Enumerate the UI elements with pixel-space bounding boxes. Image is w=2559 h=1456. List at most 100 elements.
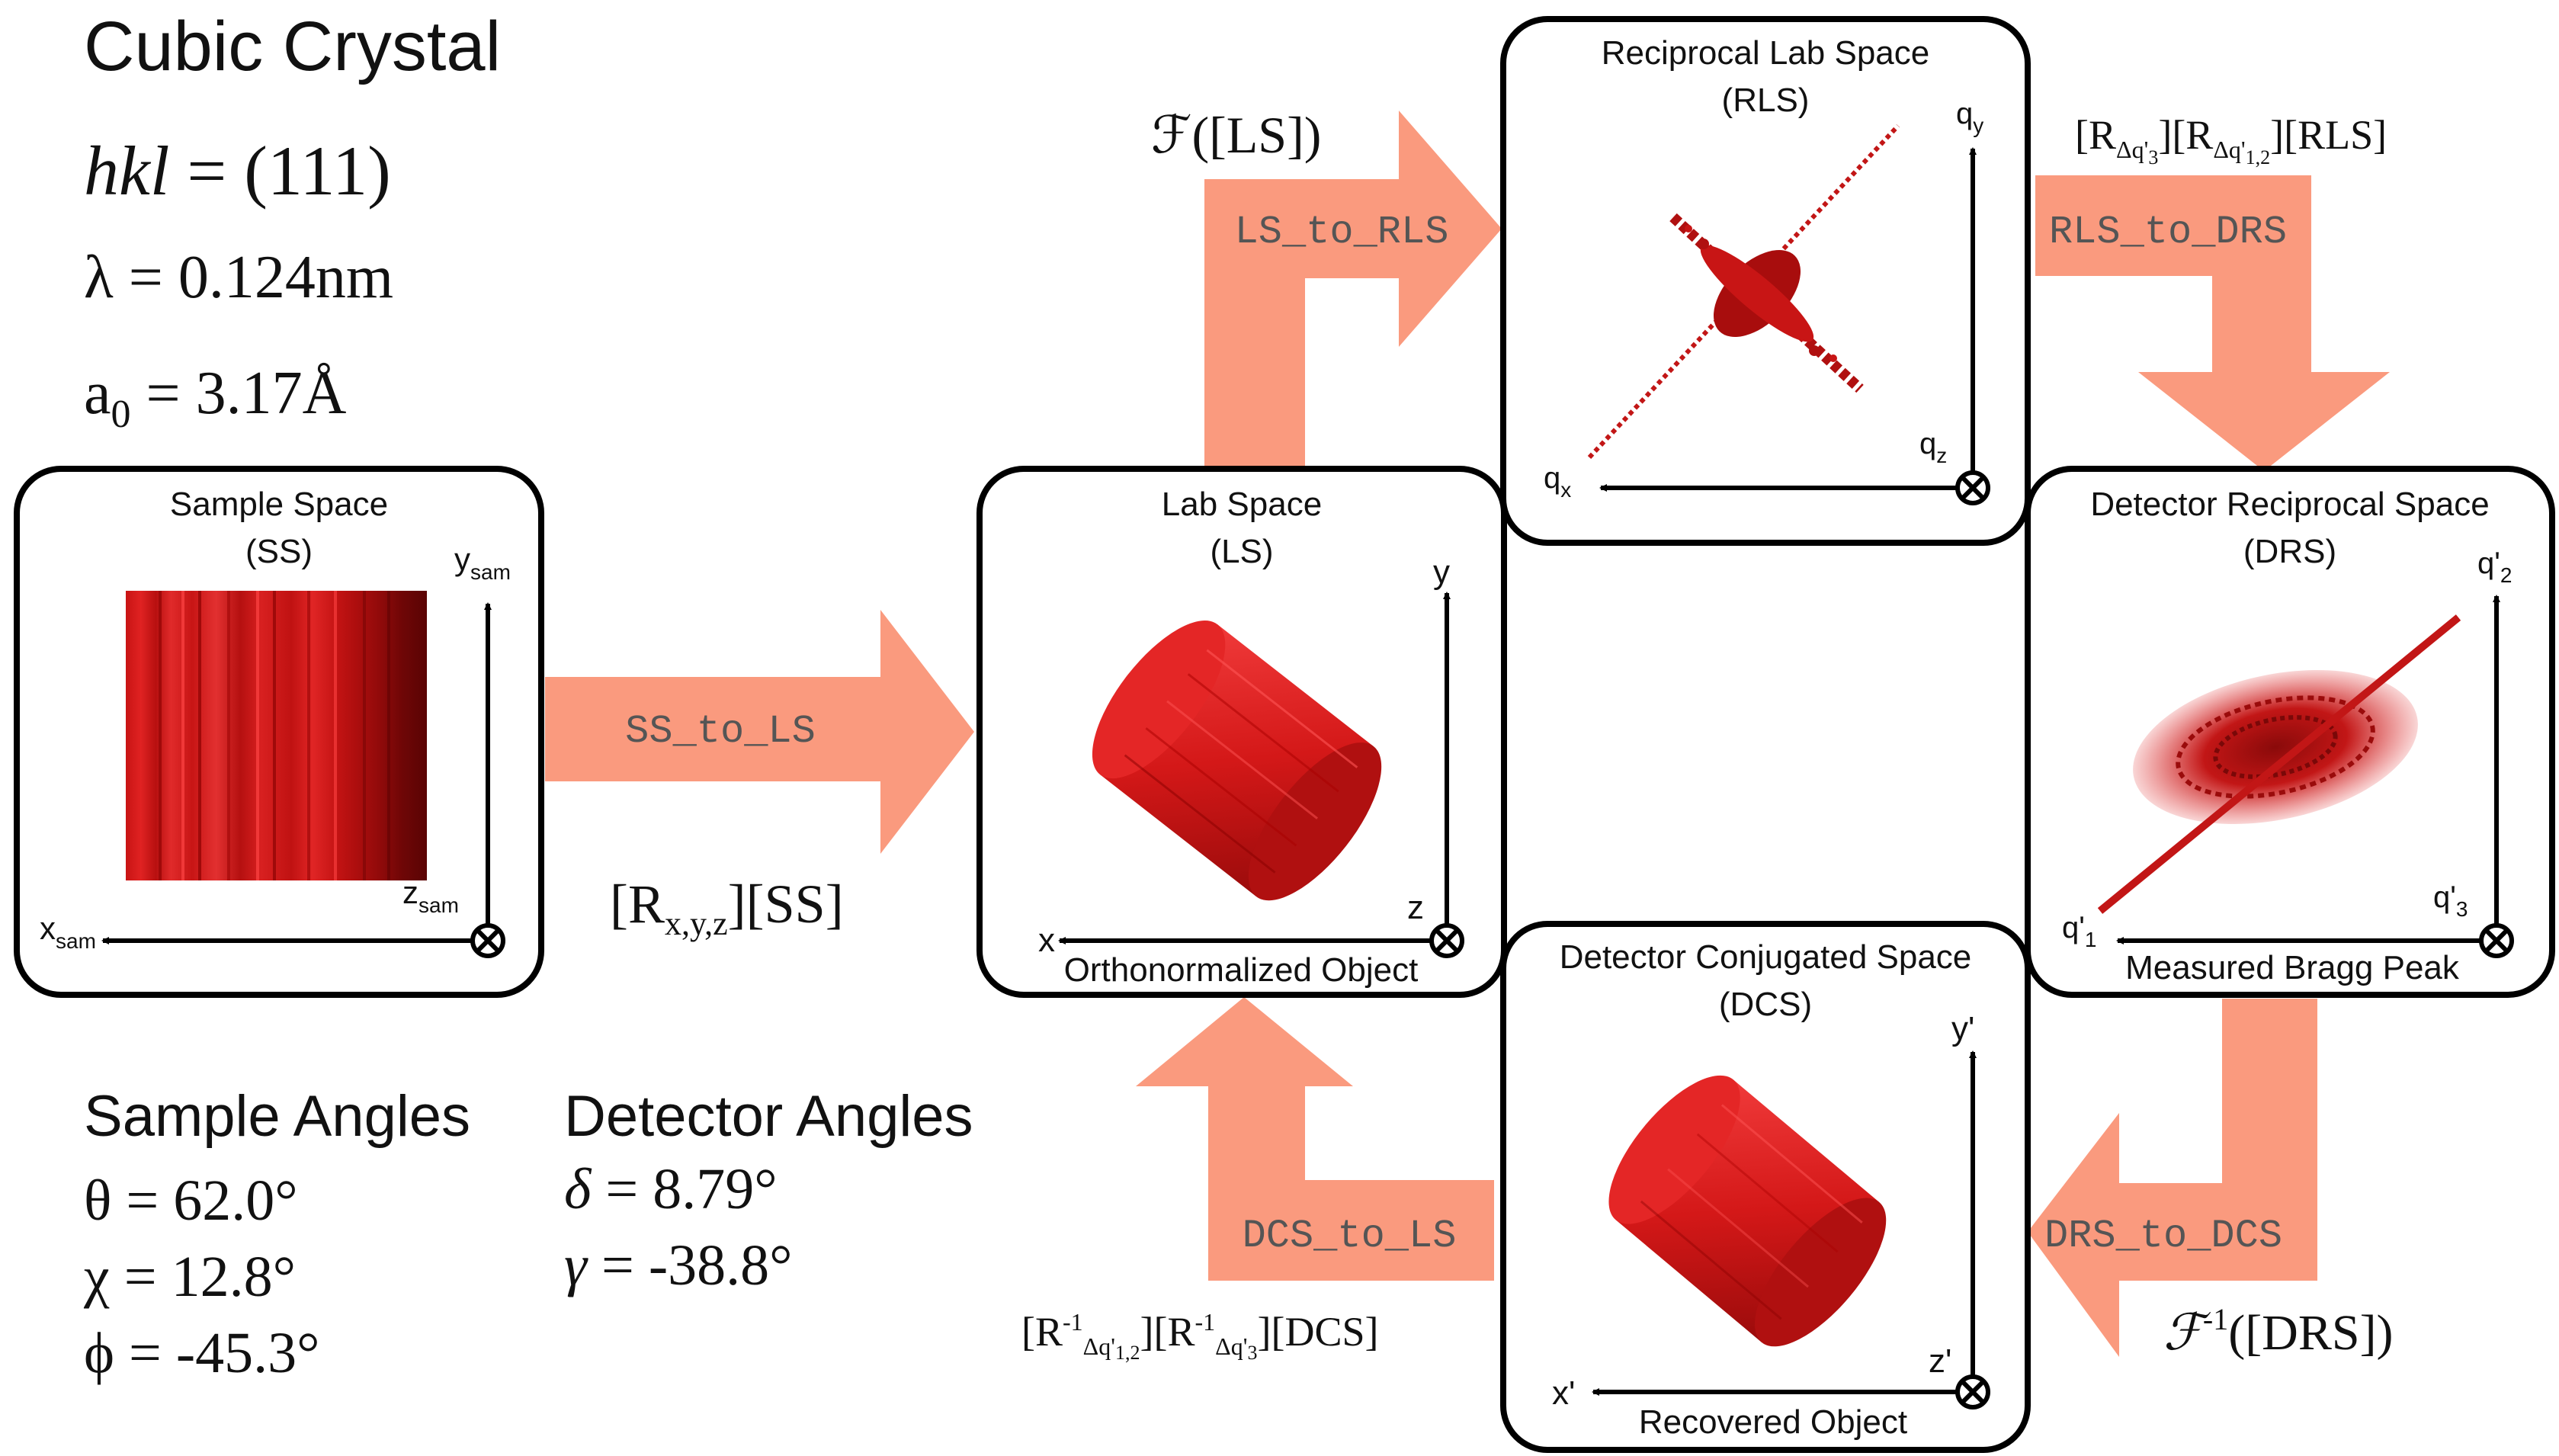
axis-z-label: z — [1407, 889, 1424, 926]
wavelength-value: = 0.124nm — [114, 244, 393, 311]
sample-space-panel: Sample Space (SS) ysam xsam zsam — [14, 466, 544, 998]
panel-abbr: (SS) — [245, 533, 313, 570]
op-dcs-to-ls-a: [R — [1021, 1309, 1063, 1355]
sample-object — [126, 591, 427, 880]
axis-z-into-page-icon — [470, 923, 505, 958]
wavelength-symbol: λ — [84, 244, 114, 311]
detector-angle-delta-value: = 8.79° — [591, 1157, 777, 1221]
arrow-ls-to-rls — [1204, 111, 1502, 467]
axis-y-label-main: y — [454, 541, 470, 577]
arrow-dcs-to-ls — [1136, 997, 1494, 1281]
op-drs-to-dcs: ℱ-1([DRS]) — [2163, 1302, 2394, 1361]
op-ls-to-rls: ℱ([LS]) — [1151, 106, 1321, 164]
detector-reciprocal-space-panel: Detector Reciprocal Space (DRS) q'2 q'1 … — [2025, 466, 2555, 998]
detector-angle-delta-symbol: δ — [564, 1157, 592, 1221]
axis-x-label: x' — [1552, 1374, 1575, 1412]
axis-x-label: qx — [1544, 461, 1571, 502]
op-dcs-to-ls-sub2b: 3 — [1247, 1342, 1257, 1364]
op-dcs-to-ls-c: ][DCS] — [1257, 1309, 1378, 1355]
axis-x-label-sub: sam — [56, 929, 96, 953]
arrow-drs-to-dcs — [2028, 999, 2317, 1357]
axis-x-label: x — [1038, 922, 1055, 959]
panel-title: Lab Space — [1162, 486, 1322, 523]
axis-z-label: q'3 — [2433, 880, 2468, 921]
axis-y-label: y — [1433, 553, 1450, 591]
detector-conjugated-space-panel: Detector Conjugated Space (DCS) y' x' z'… — [1500, 921, 2031, 1453]
axis-z-label-main: q' — [2433, 880, 2456, 914]
panel-abbr: (DRS) — [2243, 533, 2336, 570]
recovered-object — [1608, 1075, 1887, 1347]
panel-abbr: (DCS) — [1719, 986, 1812, 1023]
panel-title: Reciprocal Lab Space — [1602, 34, 1929, 72]
axis-x-label-main: q' — [2062, 911, 2085, 944]
detector-angle-delta: δ = 8.79° — [564, 1157, 778, 1221]
axis-z-into-page-icon — [1955, 470, 1990, 505]
detector-angle-gamma: γ = -38.8° — [564, 1233, 793, 1297]
bragg-peak-drs — [2097, 614, 2461, 914]
op-rls-to-drs-b: ][R — [2158, 112, 2213, 158]
op-dcs-to-ls-sub2: Δq' — [1215, 1333, 1247, 1360]
axis-z-into-page-icon — [1955, 1374, 1990, 1409]
axis-y-label: ysam — [454, 541, 511, 584]
detector-angle-gamma-value: = -38.8° — [587, 1233, 793, 1297]
detector-angles-heading: Detector Angles — [564, 1084, 973, 1149]
lab-space-panel: Lab Space (LS) y x z Orthonormalized Obj… — [976, 466, 1507, 998]
op-rls-to-drs: [RΔq'3][RΔq'1,2][RLS] — [2075, 112, 2387, 168]
axis-x-label-main: x — [40, 910, 56, 946]
hkl-label: hkl — [84, 132, 169, 210]
func-ss-to-ls: SS_to_LS — [625, 709, 816, 754]
axis-z-label-main: z — [402, 874, 418, 910]
panel-title: Sample Space — [170, 486, 388, 523]
axis-z-label-main: q — [1919, 427, 1936, 460]
lattice-subscript: 0 — [111, 393, 131, 436]
hkl-line: hkl = (111) — [84, 132, 391, 210]
arrow-rls-to-drs — [2035, 175, 2390, 471]
axis-x-label-sub: 1 — [2085, 928, 2097, 951]
reciprocal-lab-space-panel: Reciprocal Lab Space (RLS) qy qx qz — [1500, 16, 2031, 546]
op-dcs-to-ls-sup1: -1 — [1063, 1308, 1083, 1336]
axis-y-label: qy — [1956, 97, 1983, 137]
sample-angles-heading: Sample Angles — [84, 1084, 470, 1149]
op-dcs-to-ls: [R-1Δq'1,2][R-1Δq'3][DCS] — [1021, 1308, 1378, 1364]
op-rls-to-drs-sub2: Δq' — [2213, 136, 2245, 163]
sample-angle-chi: χ = 12.8° — [83, 1245, 296, 1309]
axis-z-into-page-icon — [2479, 923, 2514, 958]
hkl-value: = (111) — [169, 132, 390, 210]
axis-y-label-main: q' — [2477, 547, 2500, 580]
op-rls-to-drs-a: [R — [2075, 112, 2116, 158]
axis-y-label: y' — [1951, 1010, 1974, 1047]
op-ss-to-ls: [Rx,y,z][SS] — [610, 874, 844, 942]
axis-x-label-sub: x — [1560, 478, 1571, 502]
axis-z-label: qz — [1919, 427, 1947, 467]
lab-space-object — [1092, 621, 1382, 901]
axis-y-label: q'2 — [2477, 547, 2512, 587]
panel-caption: Orthonormalized Object — [1064, 951, 1419, 989]
detector-angle-gamma-symbol: γ — [564, 1233, 588, 1297]
func-dcs-to-ls: DCS_to_LS — [1243, 1214, 1457, 1259]
panel-abbr: (RLS) — [1722, 82, 1810, 119]
axis-z-into-page-icon — [1429, 923, 1464, 958]
func-rls-to-drs: RLS_to_DRS — [2049, 210, 2287, 255]
arrow-ss-to-ls — [545, 610, 974, 854]
axis-z-label: zsam — [402, 874, 459, 917]
lattice-symbol: a — [84, 360, 111, 427]
op-drs-to-dcs-b: ([DRS]) — [2228, 1305, 2393, 1361]
sample-angle-theta: θ = 62.0° — [84, 1169, 298, 1233]
op-ss-to-ls-b: ][SS] — [728, 874, 844, 935]
sample-angle-phi: ϕ = -45.3° — [84, 1321, 320, 1385]
op-rls-to-drs-sub1b: 3 — [2148, 146, 2158, 168]
sample-object-stripes — [159, 591, 390, 880]
op-dcs-to-ls-b: ][R — [1140, 1309, 1195, 1355]
crystal-title: Cubic Crystal — [84, 8, 501, 85]
axis-z-label-sub: 3 — [2456, 897, 2468, 921]
axis-x-label-main: q — [1544, 461, 1560, 495]
axis-z-label-sub: sam — [418, 893, 459, 917]
wavelength-line: λ = 0.124nm — [84, 244, 393, 311]
panel-caption: Recovered Object — [1639, 1403, 1907, 1441]
axis-x-label: xsam — [40, 910, 96, 953]
axis-z-label-sub: z — [1936, 444, 1947, 467]
op-rls-to-drs-c: ][RLS] — [2270, 112, 2387, 158]
lattice-line: a0 = 3.17Å — [84, 360, 347, 436]
op-ss-to-ls-sub: x,y,z — [665, 905, 728, 942]
